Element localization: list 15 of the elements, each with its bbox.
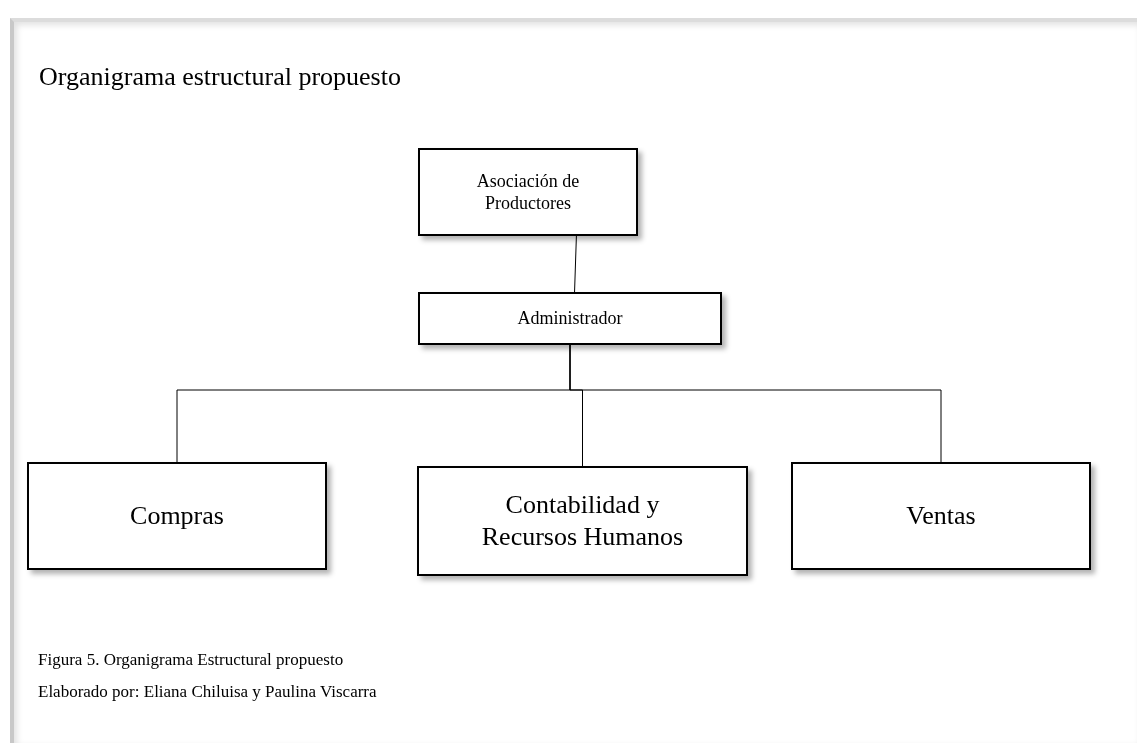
- org-box: [418, 292, 722, 345]
- org-box: [27, 462, 327, 570]
- org-box: [418, 148, 638, 236]
- org-box: [417, 466, 748, 576]
- title: Organigrama estructural propuesto: [39, 62, 401, 92]
- credit-note: Elaborado por: Eliana Chiluisa y Paulina Viscarra: [38, 682, 377, 702]
- box-label: Contabilidad y Recursos Humanos: [480, 488, 685, 553]
- connector-line: [574, 235, 577, 293]
- connector-line: [569, 344, 942, 463]
- box-label: Ventas: [906, 499, 976, 532]
- org-box: [791, 462, 1091, 570]
- box-label: Administrador: [517, 307, 623, 330]
- figure-caption: Figura 5. Organigrama Estructural propuesto: [38, 650, 344, 670]
- box-label: Asociación de Productores: [475, 169, 581, 215]
- box-label: Compras: [130, 499, 224, 532]
